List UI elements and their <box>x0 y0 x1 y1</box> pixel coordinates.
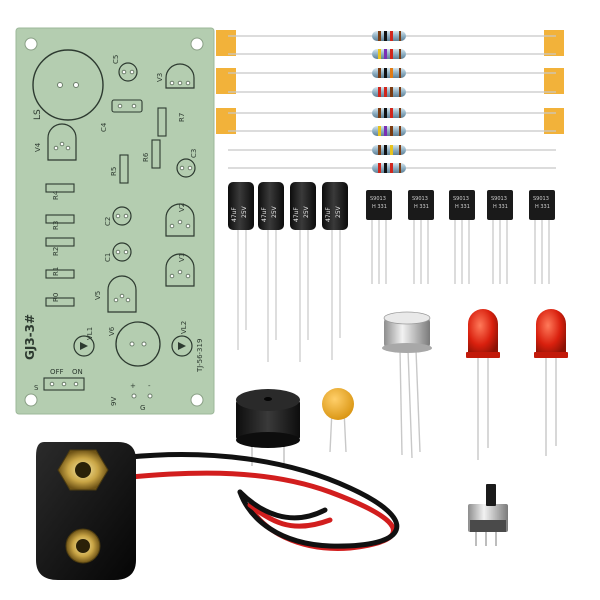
capacitor-label: 47uF <box>261 207 268 222</box>
capacitor: 47uF 25V <box>228 182 254 350</box>
metal-can-transistor <box>382 311 432 459</box>
tape-strip <box>544 108 564 134</box>
transistors: S9013 H 331 S9013 H 331 S9013 H 331 S901… <box>366 190 555 284</box>
tape-strip <box>216 30 236 56</box>
led-red <box>466 309 500 460</box>
resistor <box>372 87 406 97</box>
transistor-label: S9013 <box>370 196 386 202</box>
resistor <box>372 163 406 173</box>
label-off: OFF <box>50 368 64 376</box>
label-vl2: VL2 <box>180 321 188 334</box>
transistor-label: S9013 <box>412 196 428 202</box>
label-v4: V4 <box>34 142 42 152</box>
transistor: S9013 H 331 <box>487 190 513 284</box>
slide-switch <box>468 484 508 546</box>
board-serial: TJ-56-319 <box>196 339 204 373</box>
label-on: ON <box>72 368 83 376</box>
label-c5: C5 <box>112 55 120 64</box>
label-v1: V1 <box>178 253 186 262</box>
ceramic-capacitor <box>322 388 354 453</box>
switch-footprint <box>43 377 85 391</box>
capacitor-voltage: 25V <box>271 205 278 218</box>
transistor: S9013 H 331 <box>449 190 475 284</box>
battery-clip <box>36 442 400 580</box>
label-v6: V6 <box>108 326 116 336</box>
label-ls: LS <box>33 109 43 120</box>
label-plus: + <box>130 382 136 390</box>
resistor <box>372 49 406 59</box>
transistor-code: H 331 <box>493 204 508 210</box>
resistor <box>372 108 406 118</box>
tape-strip <box>216 108 236 134</box>
capacitor: 47uF 25V <box>290 182 316 362</box>
capacitor-label: 47uF <box>231 207 238 222</box>
switch-slider <box>486 484 496 506</box>
transistor: S9013 H 331 <box>529 190 555 284</box>
resistor-strip <box>216 30 564 173</box>
capacitor-voltage: 25V <box>335 205 342 218</box>
transistor-label: S9013 <box>491 196 507 202</box>
led-red <box>534 309 568 456</box>
transistor-code: H 331 <box>535 204 550 210</box>
label-g: G <box>140 404 145 412</box>
label-v3: V3 <box>156 73 164 82</box>
transistor: S9013 H 331 <box>408 190 434 284</box>
capacitor: 47uF 25V <box>322 182 348 360</box>
tape-strip <box>544 30 564 56</box>
label-v2: V2 <box>178 203 186 212</box>
capacitor-voltage: 25V <box>241 205 248 218</box>
tape-strip <box>216 68 236 94</box>
mounting-hole <box>24 37 38 51</box>
label-v5: V5 <box>94 291 102 300</box>
capacitor-voltage: 25V <box>303 205 310 218</box>
board-id: GJ3-3# <box>23 314 37 360</box>
label-9v: 9V <box>110 397 118 406</box>
black-wire <box>117 452 400 549</box>
mounting-hole <box>190 37 204 51</box>
mounting-hole <box>24 393 38 407</box>
label-c2: C2 <box>104 217 112 226</box>
label-c3: C3 <box>190 149 198 158</box>
buzzer <box>236 389 300 466</box>
capacitor-label: 47uF <box>293 207 300 222</box>
resistor <box>372 145 406 155</box>
pcb-board: LS C5 V3 C4 R7 V4 R6 C3 <box>15 27 215 415</box>
label-r7: R7 <box>178 113 186 122</box>
tape-strip <box>544 68 564 94</box>
label-minus: - <box>148 382 151 390</box>
label-r5: R5 <box>110 167 118 176</box>
mounting-hole <box>190 393 204 407</box>
resistor <box>372 126 406 136</box>
transistor-label: S9013 <box>453 196 469 202</box>
transistor-code: H 331 <box>414 204 429 210</box>
label-s: S <box>34 384 39 392</box>
label-vl1: VL1 <box>86 327 94 340</box>
label-r3: R3 <box>52 221 60 230</box>
label-r1: R1 <box>52 267 60 276</box>
label-r6: R6 <box>142 152 150 162</box>
capacitor-label: 47uF <box>325 207 332 222</box>
label-c1: C1 <box>104 253 112 262</box>
resistor <box>372 31 406 41</box>
transistor-label: S9013 <box>533 196 549 202</box>
label-r2: R2 <box>52 247 60 256</box>
transistor-code: H 331 <box>455 204 470 210</box>
capacitor: 47uF 25V <box>258 182 284 362</box>
transistor-code: H 331 <box>372 204 387 210</box>
label-r0: R0 <box>52 293 60 302</box>
label-c4: C4 <box>100 122 108 132</box>
resistor <box>372 68 406 78</box>
speaker-footprint <box>32 49 104 121</box>
electrolytic-capacitors: 47uF 25V 47uF 25V 47uF 25V 47uF 25V <box>228 182 348 362</box>
label-r4: R4 <box>52 190 60 200</box>
transistor: S9013 H 331 <box>366 190 392 284</box>
